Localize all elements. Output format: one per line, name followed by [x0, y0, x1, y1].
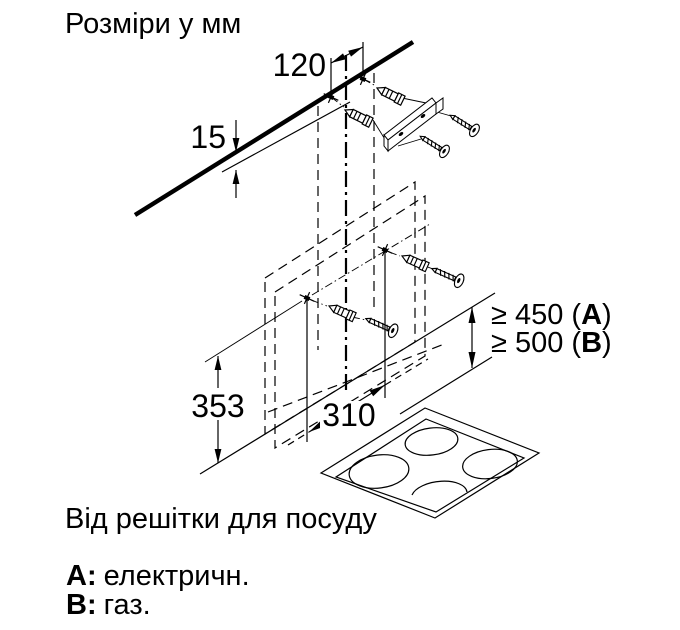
screw-icon — [428, 261, 467, 290]
dim-353-label: 353 — [191, 388, 244, 424]
dim-120 — [330, 42, 364, 95]
wall-plug-icon — [342, 104, 374, 128]
cooktop — [319, 407, 541, 519]
burner — [462, 448, 518, 480]
mounting-bracket-icon — [383, 97, 444, 153]
offset-reference-line — [221, 101, 351, 173]
dim-15-label: 15 — [190, 119, 226, 155]
cooktop-reference-line — [399, 356, 493, 415]
dim-15 — [232, 120, 240, 198]
page-title: Розміри у мм — [65, 8, 241, 40]
screws — [362, 108, 482, 340]
screw-icon — [446, 108, 482, 139]
dim-353 — [194, 356, 242, 463]
clearance-gas-label: ≥ 500 (B) — [491, 327, 612, 359]
hood-bottom-reference-line — [199, 292, 496, 475]
screw-icon — [362, 311, 401, 340]
wall-plug-icon — [326, 301, 357, 323]
clearance-gas-suffix: ) — [602, 327, 612, 359]
legend-electric-value: електричн. — [104, 560, 250, 592]
legend-gas-key: B: — [66, 589, 97, 621]
caption: Від решітки для посуду — [65, 503, 377, 535]
dim-310-label: 310 — [322, 397, 375, 433]
legend-electric-key: A: — [66, 560, 97, 592]
wall-line — [133, 40, 415, 217]
wall-plug-icon — [374, 82, 406, 106]
chimney-outline-dashed — [317, 73, 375, 350]
clearance-electric-value: ≥ 450 ( — [491, 299, 581, 331]
clearance-electric-letter: A — [581, 299, 602, 331]
clearance-dim — [199, 292, 496, 475]
burner — [404, 427, 459, 456]
burner — [348, 454, 410, 489]
clearance-gas-letter: B — [581, 327, 602, 359]
legend-electric: A:електричн. — [66, 560, 250, 592]
dim-310 — [287, 252, 429, 446]
legend-gas-value: газ. — [104, 589, 151, 621]
legend-gas: B:газ. — [66, 589, 151, 621]
dim-120-label: 120 — [273, 47, 326, 83]
burner-partial — [411, 480, 468, 496]
screw-icon — [416, 129, 452, 160]
clearance-electric-suffix: ) — [602, 299, 612, 331]
clearance-gas-value: ≥ 500 ( — [491, 327, 581, 359]
clearance-electric-label: ≥ 450 (A) — [491, 299, 612, 331]
